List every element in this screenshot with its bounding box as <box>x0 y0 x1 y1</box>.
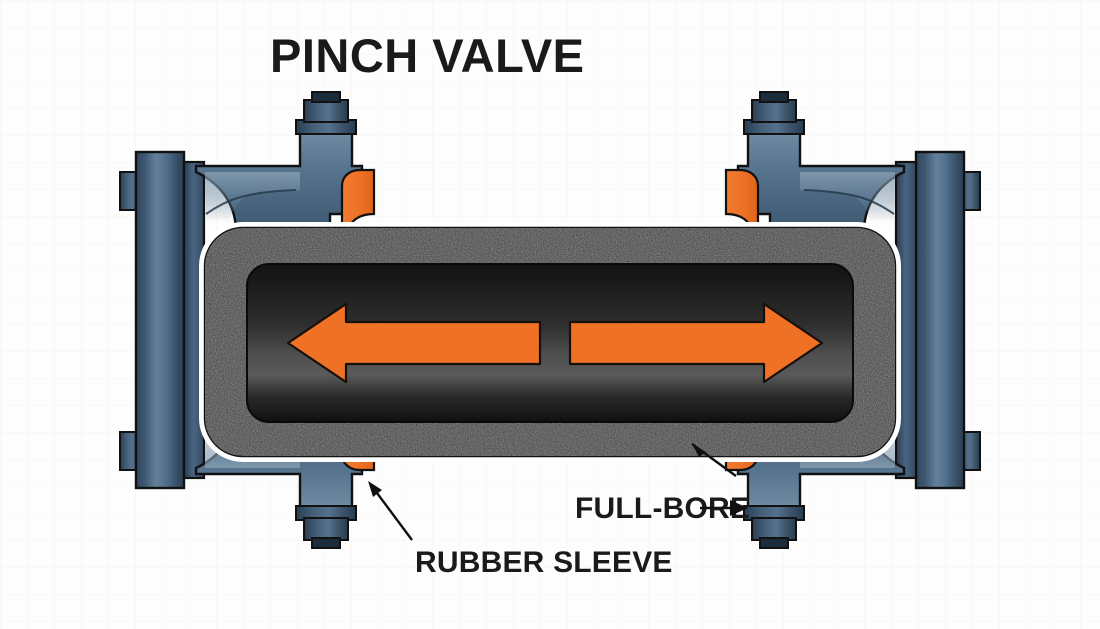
left-top-hex-nut <box>295 91 357 135</box>
full-bore-leader-arrowhead <box>692 444 706 457</box>
right-top-bolt-end <box>759 91 789 103</box>
right-top-nut-body <box>751 99 797 123</box>
callout-full-bore: FULL-BORE <box>575 443 750 525</box>
right-body-upper-arm <box>736 128 906 234</box>
flow-arrow-left <box>286 302 542 384</box>
full-bore-pointer-arrowhead <box>730 500 748 516</box>
callout-rubber-sleeve: RUBBER SLEEVE <box>368 481 673 579</box>
right-bottom-nut-body <box>751 517 797 541</box>
rubber-sleeve-leader-arrowhead <box>368 481 382 497</box>
right-upper-crease <box>803 189 895 215</box>
left-bottom-hex-nut <box>295 505 357 549</box>
right-flange-assembly <box>894 150 981 490</box>
page-title: PINCH VALVE <box>270 29 585 82</box>
right-upper-highlight <box>800 172 895 222</box>
left-flange-assembly <box>119 150 206 490</box>
right-flange-plate <box>914 150 966 490</box>
right-bottom-bolt-end <box>759 537 789 549</box>
full-bore-passage <box>246 263 854 423</box>
left-top-nut-body <box>303 99 349 123</box>
right-bottom-hex-nut <box>743 505 805 549</box>
left-upper-highlight <box>205 172 300 222</box>
left-top-bolt-end <box>311 91 341 103</box>
left-upper-crease <box>205 189 297 215</box>
rubber-sleeve-leader-line <box>373 488 413 541</box>
flow-arrow-right <box>568 302 824 384</box>
left-flange-plate <box>134 150 186 490</box>
rubber-sleeve-label: RUBBER SLEEVE <box>415 546 673 579</box>
right-top-hex-nut <box>743 91 805 135</box>
left-bottom-nut-body <box>303 517 349 541</box>
left-bottom-bolt-end <box>311 537 341 549</box>
